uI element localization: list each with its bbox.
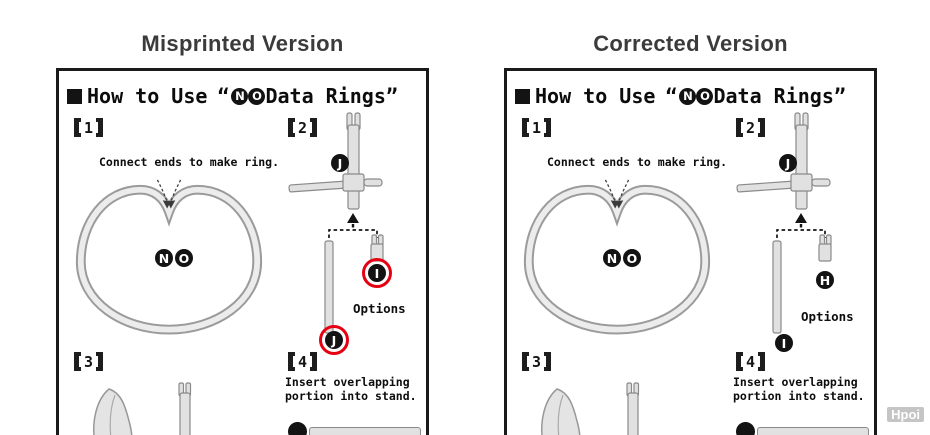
stand-base-partial — [757, 427, 869, 435]
part-n-badge: N — [231, 87, 249, 105]
stand-part-badge-partial — [736, 422, 755, 435]
step-1-instruction: Connect ends to make ring. — [547, 155, 728, 169]
box-title-suffix: Data Rings” — [713, 84, 846, 108]
misprint-highlight-circle: J — [319, 325, 349, 355]
part-o-badge: O — [175, 249, 193, 267]
stand-part-badge: J — [331, 154, 349, 172]
step-number: 1 — [84, 118, 94, 137]
options-label: Options — [353, 301, 406, 316]
misprinted-heading: Misprinted Version — [141, 31, 344, 56]
step-3-label: 3 — [74, 352, 104, 371]
misprint-highlight-circle: I — [362, 258, 392, 288]
data-ring-illustration — [75, 179, 263, 335]
step-number: 2 — [298, 118, 308, 137]
stand-part-badge-partial — [288, 422, 307, 435]
ring-part-badges: N O — [603, 249, 641, 267]
watermark: Hpoi — [887, 407, 924, 422]
part-o-badge: O — [696, 87, 714, 105]
black-square-icon — [67, 88, 82, 104]
stand-parts-illustration — [736, 112, 832, 334]
right-bracket-icon — [96, 118, 104, 137]
rod-part-badge: I — [775, 334, 793, 352]
left-bracket-icon — [522, 118, 529, 137]
step-number: 4 — [746, 352, 756, 371]
black-square-icon — [515, 88, 530, 104]
left-bracket-icon — [736, 118, 743, 137]
right-bracket-icon — [544, 352, 552, 371]
step-2-label: 2 — [736, 118, 766, 137]
right-bracket-icon — [310, 118, 318, 137]
data-ring-illustration — [523, 179, 711, 335]
step-3-label: 3 — [522, 352, 552, 371]
step-2-label: 2 — [288, 118, 318, 137]
part-n-badge: N — [603, 249, 621, 267]
step-4-label: 4 — [288, 352, 318, 371]
step-3-partial-illustration — [541, 382, 640, 435]
step-number: 3 — [84, 352, 94, 371]
corrected-heading: Corrected Version — [593, 31, 788, 56]
part-o-badge: O — [623, 249, 641, 267]
step-1-instruction: Connect ends to make ring. — [99, 155, 280, 169]
box-title: How to Use “ N O Data Rings” — [67, 84, 398, 108]
stand-part-badge: J — [779, 154, 797, 172]
right-bracket-icon — [310, 352, 318, 371]
right-bracket-icon — [96, 352, 104, 371]
open-quote: “ — [217, 84, 230, 108]
left-bracket-icon — [288, 118, 295, 137]
option-part-badge: I — [368, 264, 386, 282]
misprinted-panel: How to Use “ N O Data Rings” 1 2 Connect… — [56, 68, 429, 435]
box-title: How to Use “ N O Data Rings” — [515, 84, 846, 108]
step-number: 4 — [298, 352, 308, 371]
rod-part-badge: J — [325, 331, 343, 349]
ring-part-badges: N O — [155, 249, 193, 267]
right-bracket-icon — [758, 352, 766, 371]
stand-parts-illustration — [288, 112, 384, 334]
step-1-label: 1 — [74, 118, 104, 137]
left-bracket-icon — [74, 118, 81, 137]
step-4-label: 4 — [736, 352, 766, 371]
right-bracket-icon — [544, 118, 552, 137]
part-n-badge: N — [155, 249, 173, 267]
part-o-badge: O — [248, 87, 266, 105]
left-bracket-icon — [736, 352, 743, 371]
stand-base-partial — [309, 427, 421, 435]
open-quote: “ — [665, 84, 678, 108]
box-title-suffix: Data Rings” — [265, 84, 398, 108]
step-4-instruction-line1: Insert overlapping — [733, 375, 858, 389]
step-4-instruction-line2: portion into stand. — [285, 389, 417, 403]
part-n-badge: N — [679, 87, 697, 105]
option-part-badge: H — [816, 271, 834, 289]
left-bracket-icon — [74, 352, 81, 371]
step-number: 1 — [532, 118, 542, 137]
box-title-text: How to Use — [535, 84, 656, 108]
step-number: 3 — [532, 352, 542, 371]
step-number: 2 — [746, 118, 756, 137]
step-1-label: 1 — [522, 118, 552, 137]
step-4-instruction-line1: Insert overlapping — [285, 375, 410, 389]
step-4-instruction-line2: portion into stand. — [733, 389, 865, 403]
options-label: Options — [801, 309, 854, 324]
left-bracket-icon — [288, 352, 295, 371]
step-3-partial-illustration — [93, 382, 192, 435]
corrected-panel: How to Use “ N O Data Rings” 1 2 Connect… — [504, 68, 877, 435]
left-bracket-icon — [522, 352, 529, 371]
box-title-text: How to Use — [87, 84, 208, 108]
right-bracket-icon — [758, 118, 766, 137]
